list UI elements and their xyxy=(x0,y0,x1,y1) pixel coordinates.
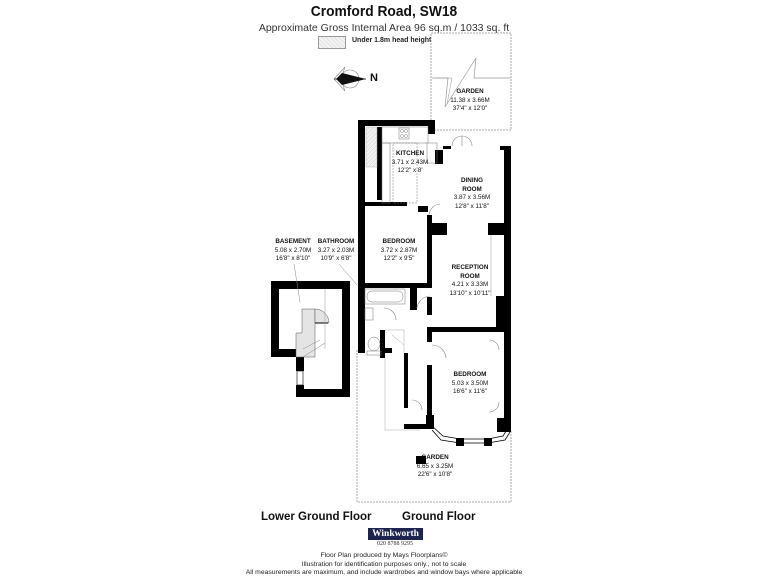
room-label-bathroom: BATHROOM 3.27 x 2.03M 10'9" x 6'8" xyxy=(317,238,355,262)
legend-swatch xyxy=(318,36,346,49)
room-label-garden-top: GARDEN 11.38 x 3.66M 37'4" x 12'0" xyxy=(450,88,490,112)
legend-label: Under 1.8m head height xyxy=(352,37,432,44)
area-subtitle: Approximate Gross Internal Area 96 sq.m … xyxy=(258,22,510,34)
ground-floor-walls xyxy=(358,120,511,464)
basement-walls xyxy=(271,281,350,397)
compass-north-label: N xyxy=(370,72,378,84)
footer-line-3: All measurements are maximum, and includ… xyxy=(245,569,523,576)
floor-label-lower-ground: Lower Ground Floor xyxy=(261,511,372,523)
room-label-bedroom-2: BEDROOM 5.03 x 3.50M 16'6" x 11'6" xyxy=(451,371,489,395)
room-label-garden-bottom: GARDEN 6.65 x 3.25M 22'6" x 10'8" xyxy=(416,454,454,478)
branding-phone: 020 8788 9295 xyxy=(377,541,413,547)
room-label-basement: BASEMENT 5.08 x 2.70M 16'8" x 8'10" xyxy=(274,238,312,262)
room-label-kitchen: KITCHEN 3.71 x 2.43M 12'2" x 8' xyxy=(391,150,429,174)
floor-label-ground: Ground Floor xyxy=(402,511,476,523)
room-label-bedroom-1: BEDROOM 3.72 x 2.87M 12'2" x 9'5" xyxy=(380,238,418,262)
winkworth-logo: Winkworth xyxy=(368,528,423,540)
compass-icon xyxy=(333,66,366,92)
room-label-dining: DINING ROOM 3.87 x 3.56M 12'8" x 11'8" xyxy=(453,177,491,210)
page-title: Cromford Road, SW18 xyxy=(310,3,458,20)
garden-top-outline xyxy=(430,32,512,131)
footer-line-2: Illustration for identification purposes… xyxy=(301,561,467,568)
room-label-reception: RECEPTION ROOM 4.21 x 3.33M 13'10" x 10'… xyxy=(449,264,491,297)
footer-line-1: Floor Plan produced by Mays Floorplans© xyxy=(320,552,448,559)
